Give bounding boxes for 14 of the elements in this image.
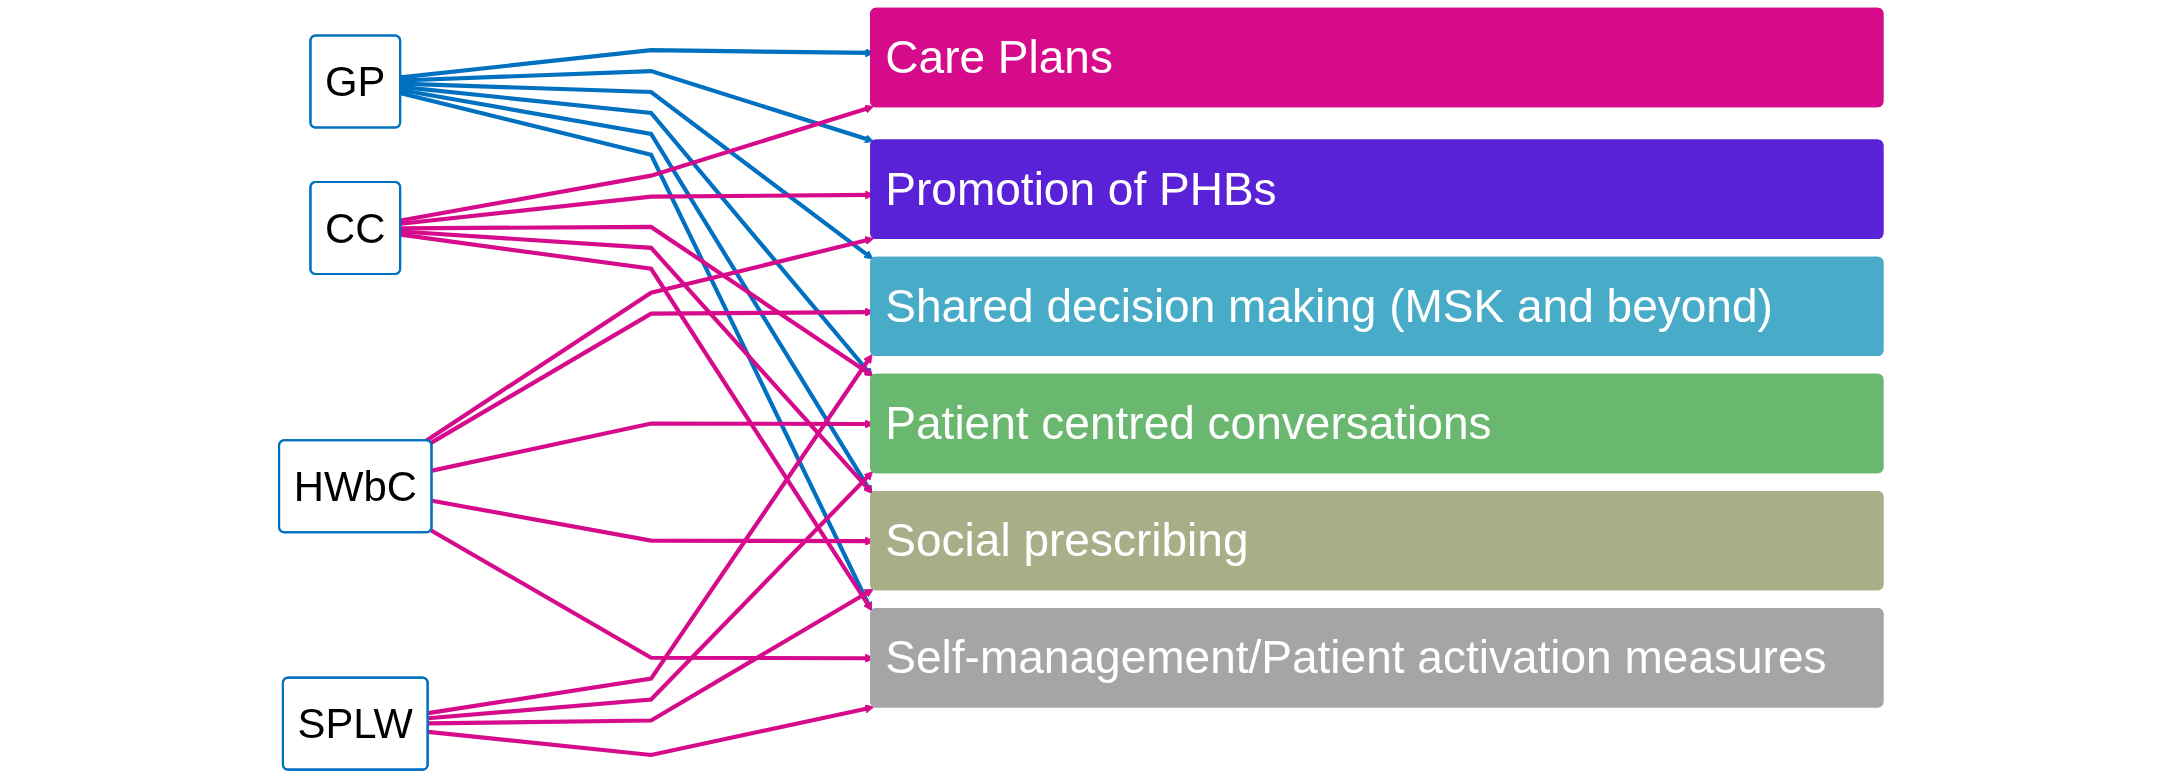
arrow	[400, 84, 873, 377]
arrow	[400, 81, 874, 260]
arrow	[400, 104, 875, 223]
arrow	[400, 69, 875, 144]
arrow	[400, 91, 872, 611]
arrow	[400, 229, 873, 494]
arrow	[427, 704, 875, 758]
arrow	[428, 588, 874, 726]
arrow	[425, 236, 875, 443]
arrow	[400, 87, 873, 494]
arrow	[400, 224, 874, 377]
arrow	[428, 471, 873, 721]
arrow	[427, 354, 873, 716]
arrow	[400, 232, 873, 612]
